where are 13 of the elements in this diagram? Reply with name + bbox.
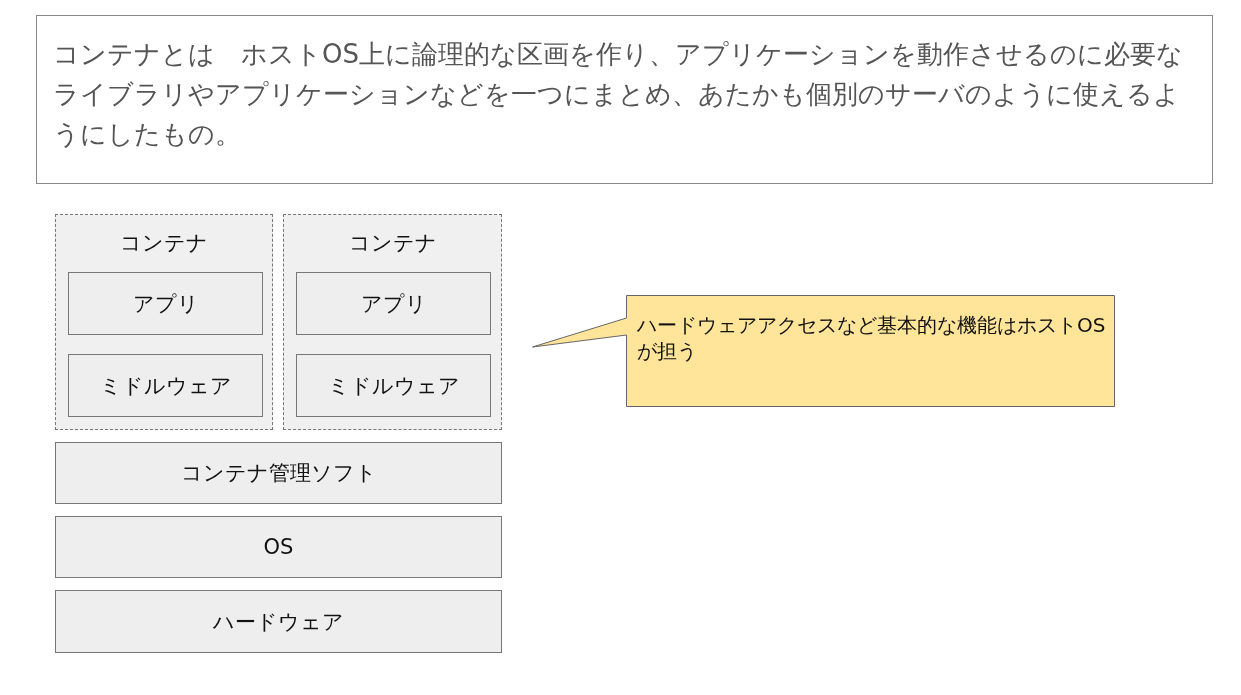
callout-text: ハードウェアアクセスなど基本的な機能はホストOSが担う [637, 312, 1107, 364]
container-box [55, 214, 273, 430]
layer-box: ハードウェア [55, 590, 502, 653]
app-box: アプリ [296, 272, 491, 335]
middleware-box: ミドルウェア [68, 354, 263, 417]
layer-box: OS [55, 516, 502, 578]
container-label: コンテナ [347, 230, 438, 257]
layer-box: コンテナ管理ソフト [55, 442, 502, 504]
middleware-box: ミドルウェア [296, 354, 491, 417]
app-box: アプリ [68, 272, 263, 335]
container-label: コンテナ [119, 230, 209, 257]
definition-box: コンテナとは ホストOS上に論理的な区画を作り、アプリケーションを動作させるのに必要なライブラリやアプリケーションなどを一つにまとめ、あたかも個別のサーバのように使えるようにしたもの。 [36, 15, 1213, 184]
container-box [283, 214, 502, 430]
